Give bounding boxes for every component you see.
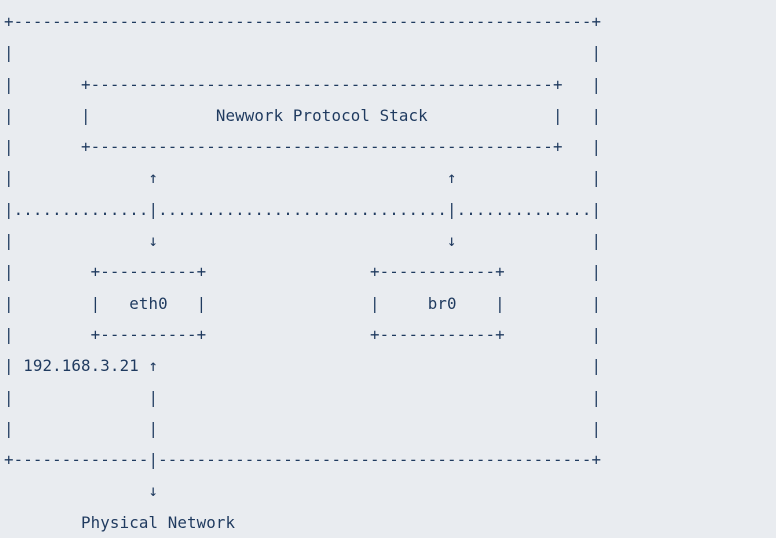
up-arrows-row: | ↑ ↑ | <box>4 168 602 188</box>
eth0-link-row-1: | | | <box>4 387 602 407</box>
down-arrow-to-network: ↓ <box>4 481 159 501</box>
interface-boxes-bottom: | +----------+ +------------+ | <box>4 324 602 344</box>
down-arrows-row: | ↓ ↓ | <box>4 231 602 251</box>
outer-box-top-border: +---------------------------------------… <box>4 12 602 31</box>
protocol-stack-label: | | Newwork Protocol Stack | | <box>4 105 602 125</box>
interface-labels-eth0-br0: | | eth0 | | br0 | | <box>4 293 602 313</box>
physical-network-label: Physical Network <box>4 512 236 532</box>
outer-box-blank-row: | | <box>4 43 602 63</box>
dotted-divider: |..............|........................… <box>4 199 602 219</box>
protocol-stack-box-top: | +-------------------------------------… <box>4 74 602 94</box>
ip-address-row: | 192.168.3.21 ↑ | <box>4 356 602 376</box>
interface-boxes-top: | +----------+ +------------+ | <box>4 262 602 282</box>
outer-box-bottom-border: +--------------|------------------------… <box>4 450 602 470</box>
eth0-link-row-2: | | | <box>4 418 602 438</box>
protocol-stack-box-bottom: | +-------------------------------------… <box>4 137 602 157</box>
